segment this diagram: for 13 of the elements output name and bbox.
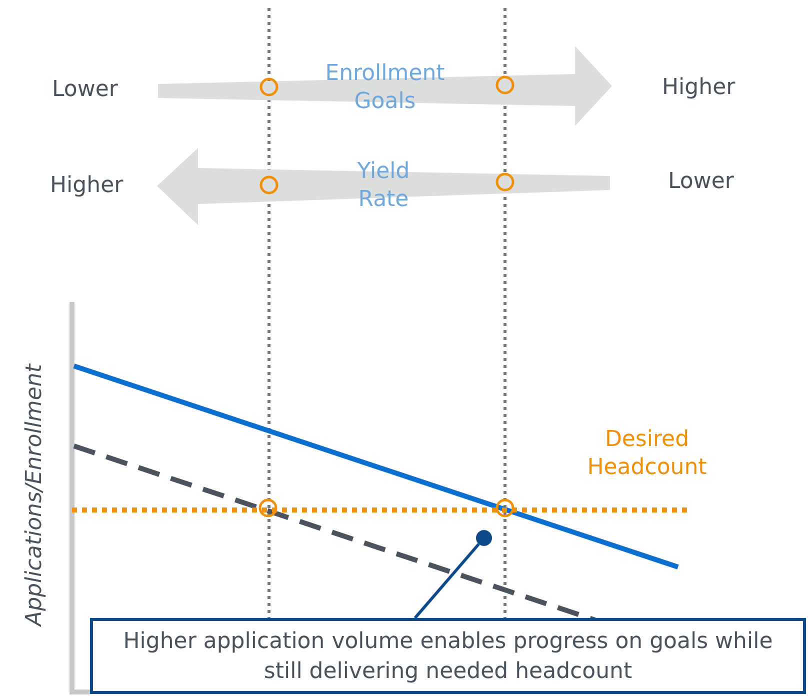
line-label: Desired Headcount bbox=[586, 426, 708, 482]
arrow-label: Enrollment Goals bbox=[324, 60, 446, 116]
scale-label: Higher bbox=[662, 74, 736, 102]
scale-label: Lower bbox=[668, 168, 734, 196]
leader-line bbox=[414, 543, 480, 619]
callout-box: Higher application volume enables progress on goals while still delivering needed headcount bbox=[90, 618, 806, 694]
marker-dot bbox=[476, 530, 492, 546]
arrow-label: Yield Rate bbox=[356, 158, 411, 214]
block-arrow bbox=[158, 46, 612, 126]
scale-label: Higher bbox=[50, 172, 124, 200]
block-arrow bbox=[157, 148, 610, 225]
axis-label: Applications/Enrollment bbox=[21, 364, 48, 626]
scale-label: Lower bbox=[52, 76, 118, 104]
